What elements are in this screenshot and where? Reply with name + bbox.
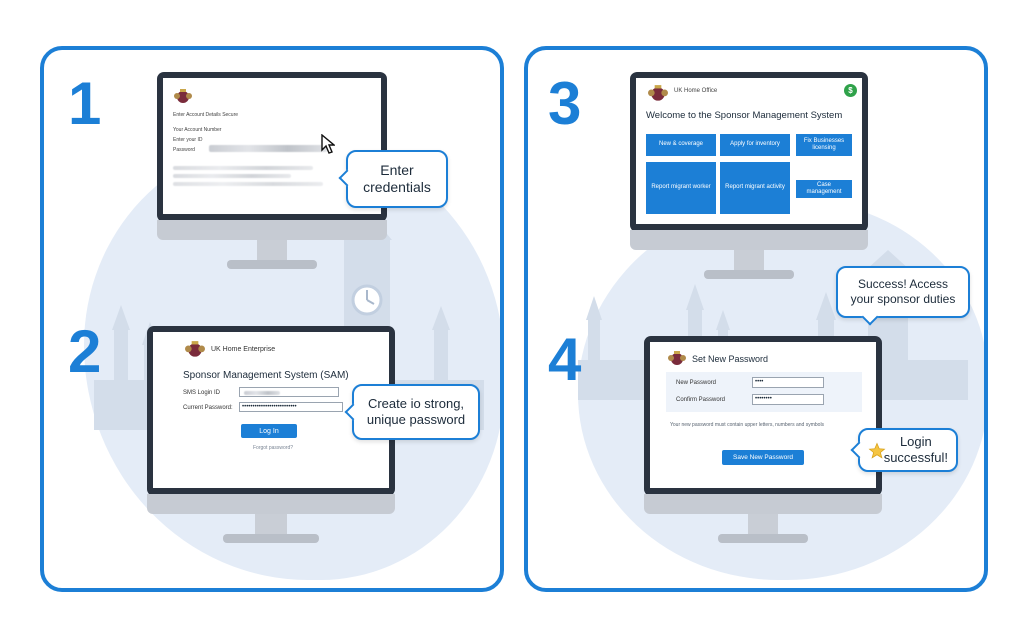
- monitor-step-1: Enter Account Details Secure Your Accoun…: [157, 72, 387, 272]
- step2-user-label: SMS Login ID: [183, 390, 221, 396]
- login-screen-step-1: Enter Account Details Secure Your Accoun…: [163, 78, 381, 214]
- monitor-chin: [630, 230, 868, 250]
- dashboard-tile[interactable]: Report migrant worker: [646, 162, 716, 214]
- password-requirements-note: Your new password must contain upper let…: [670, 422, 825, 428]
- step1-field-password: Password: [173, 147, 195, 153]
- dashboard-tile[interactable]: Report migrant activity: [720, 162, 790, 214]
- save-new-password-button[interactable]: Save New Password: [722, 450, 804, 465]
- step-number-3: 3: [548, 70, 582, 137]
- set-password-screen-step-4: Set New Password New Password •••• Confi…: [650, 342, 876, 488]
- step3-org: UK Home Office: [674, 88, 718, 94]
- crest-icon: [666, 350, 688, 373]
- panel-steps-3-4: 3 4 UK Home Office $ Welcome to the Spon…: [524, 46, 988, 592]
- blurred-password-input[interactable]: [209, 145, 327, 152]
- step3-title: Welcome to the Sponsor Management System: [646, 110, 843, 121]
- callout-line-1: Success! Access: [857, 277, 949, 291]
- callout-login-successful: Login successful!: [850, 428, 958, 472]
- step-number-1: 1: [68, 70, 102, 137]
- monitor-step-3: UK Home Office $ Welcome to the Sponsor …: [630, 72, 868, 288]
- star-icon: [868, 442, 886, 459]
- current-password-input[interactable]: ••••••••••••••••••••••••••: [239, 402, 343, 412]
- monitor-chin: [644, 494, 882, 514]
- blurred-text: [173, 182, 323, 186]
- step1-field-id: Enter your ID: [173, 137, 203, 143]
- monitor-chin: [147, 494, 395, 514]
- monitor-step-4: Set New Password New Password •••• Confi…: [644, 336, 882, 572]
- callout-line-2: credentials: [363, 179, 431, 195]
- crest-icon: [173, 88, 193, 111]
- step-number-4: 4: [548, 326, 582, 393]
- step2-pass-label: Current Password:: [183, 405, 233, 411]
- callout-create-password: Create io strong, unique password: [344, 384, 480, 440]
- dashboard-screen-step-3: UK Home Office $ Welcome to the Sponsor …: [636, 78, 862, 224]
- confirm-password-input[interactable]: ••••••••: [752, 394, 824, 405]
- monitor-base: [223, 534, 319, 543]
- monitor-base: [704, 270, 794, 279]
- callout-success-access: Success! Access your sponsor duties: [836, 266, 970, 326]
- blurred-text: [173, 166, 313, 170]
- step4-title: Set New Password: [692, 354, 769, 364]
- callout-enter-credentials: Enter credentials: [338, 150, 448, 208]
- dashboard-tile[interactable]: Apply for inventory: [720, 134, 790, 156]
- callout-line-1: Enter: [380, 161, 414, 178]
- log-in-button[interactable]: Log In: [241, 424, 297, 438]
- step1-field-account: Your Account Number: [173, 127, 222, 133]
- monitor-chin: [157, 220, 387, 240]
- step2-org: UK Home Enterprise: [211, 346, 276, 353]
- monitor-base: [718, 534, 808, 543]
- cursor-icon: [321, 134, 335, 154]
- monitor-neck: [255, 514, 287, 534]
- blurred-text: [173, 174, 291, 178]
- dollar-badge-icon: $: [844, 84, 857, 97]
- step2-title: Sponsor Management System (SAM): [183, 370, 349, 381]
- callout-line-2: your sponsor duties: [850, 292, 956, 306]
- callout-line-2: successful!: [883, 450, 948, 465]
- monitor-neck: [748, 514, 778, 534]
- step-number-2: 2: [68, 318, 102, 385]
- dashboard-tile[interactable]: Fix Businesses licensing: [796, 134, 852, 156]
- dashboard-tile[interactable]: Case management: [796, 180, 852, 198]
- monitor-neck: [734, 250, 764, 270]
- new-password-input[interactable]: ••••: [752, 377, 824, 388]
- dashboard-tile[interactable]: New & coverage: [646, 134, 716, 156]
- login-id-input[interactable]: [239, 387, 339, 397]
- step1-header: Enter Account Details Secure: [173, 112, 239, 118]
- new-password-label: New Password: [676, 380, 717, 386]
- crest-icon: [646, 84, 670, 109]
- callout-line-1: Create io strong,: [367, 395, 465, 411]
- confirm-password-label: Confirm Password: [676, 397, 726, 403]
- callout-line-2: unique password: [366, 412, 466, 427]
- crest-icon: [183, 340, 207, 365]
- callout-line-1: Login: [899, 433, 932, 449]
- forgot-password-link[interactable]: Forgot password?: [253, 445, 294, 451]
- panel-steps-1-2: 1 2 Enter Account Details Secure Your Ac…: [40, 46, 504, 592]
- monitor-neck: [257, 240, 287, 260]
- monitor-base: [227, 260, 317, 269]
